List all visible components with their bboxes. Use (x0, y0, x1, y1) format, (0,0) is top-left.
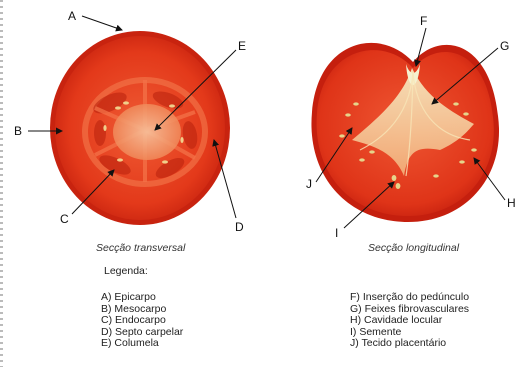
callout-h: H (507, 197, 516, 209)
callout-i: I (335, 227, 338, 239)
columella-core (113, 104, 181, 160)
caption-transverse: Secção transversal (96, 242, 185, 254)
callout-e: E (238, 40, 246, 52)
callout-b: B (14, 125, 22, 137)
legend-item-a: A) Epicarpo (101, 292, 183, 304)
callout-g: G (500, 40, 509, 52)
legend-title: Legenda: (104, 265, 148, 277)
callout-c: C (60, 213, 69, 225)
longitudinal-section (311, 43, 499, 222)
callout-a: A (68, 10, 76, 22)
legend-item-j: J) Tecido placentário (350, 338, 469, 350)
legend-right: F) Inserção do pedúnculo G) Feixes fibro… (350, 292, 469, 350)
callout-j: J (306, 178, 312, 190)
caption-longitudinal: Secção longitudinal (368, 242, 459, 254)
legend-item-f: F) Inserção do pedúnculo (350, 292, 469, 304)
arrow-a (82, 16, 122, 30)
legend-left: A) Epicarpo B) Mesocarpo C) Endocarpo D)… (101, 292, 183, 350)
callout-d: D (235, 221, 244, 233)
legend-item-e: E) Columela (101, 338, 183, 350)
callout-f: F (420, 15, 427, 27)
transverse-section (50, 31, 230, 225)
